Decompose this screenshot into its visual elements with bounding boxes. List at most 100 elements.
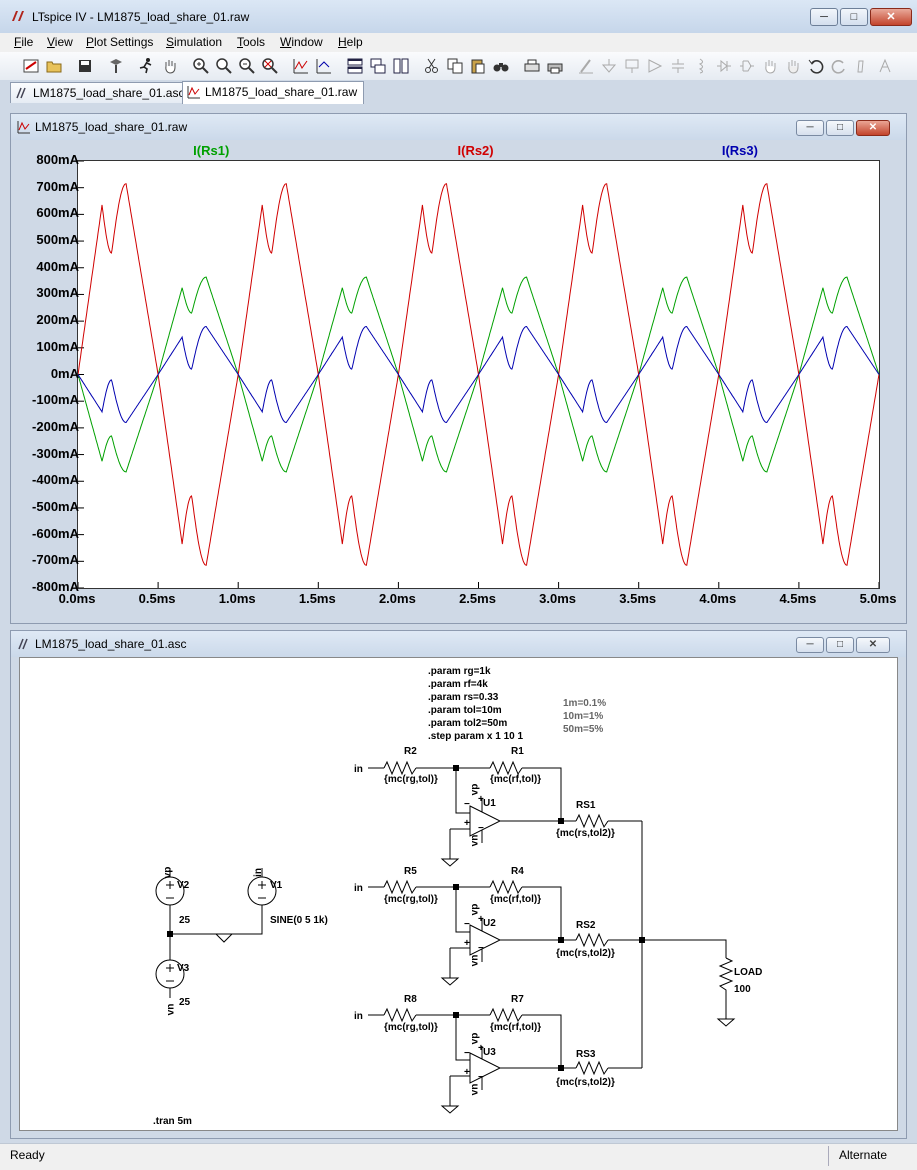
minimize-button[interactable]: ─ xyxy=(810,8,838,26)
menu-window[interactable]: Window xyxy=(280,35,323,49)
resistor-rs1-label[interactable]: RS1 xyxy=(576,800,596,811)
tolerance-note[interactable]: 50m=5% xyxy=(563,724,604,735)
load-resistor-value[interactable]: 100 xyxy=(734,984,751,995)
diode-icon[interactable] xyxy=(715,57,733,75)
v1-label[interactable]: V1 xyxy=(270,880,283,891)
v3-label[interactable]: V3 xyxy=(177,963,190,974)
net-label-in[interactable]: in xyxy=(354,1011,363,1022)
plot-minimize-button[interactable]: ─ xyxy=(796,120,824,136)
trace-label[interactable]: I(Rs1) xyxy=(193,143,230,158)
schematic-canvas[interactable]: .param rg=1k .param rf=4k .param rs=0.33… xyxy=(19,657,898,1131)
cascade-icon[interactable] xyxy=(369,57,387,75)
trace-label[interactable]: I(Rs2) xyxy=(457,143,494,158)
zoom-out-icon[interactable] xyxy=(238,57,256,75)
run-icon[interactable] xyxy=(137,57,155,75)
param-directive[interactable]: .param rg=1k xyxy=(428,666,491,677)
v2-label[interactable]: V2 xyxy=(177,880,190,891)
menu-file[interactable]: File xyxy=(14,35,34,49)
v1-value[interactable]: SINE(0 5 1k) xyxy=(270,915,328,926)
resistor-r1-value[interactable]: {mc(rf,tol)} xyxy=(490,774,542,785)
resistor-r5-value[interactable]: {mc(rg,tol)} xyxy=(384,894,438,905)
tab-waveform[interactable]: LM1875_load_share_01.raw xyxy=(182,81,364,104)
menu-view[interactable]: View xyxy=(47,35,73,49)
zoom-area-icon[interactable] xyxy=(215,57,233,75)
plot-maximize-button[interactable]: □ xyxy=(826,120,854,136)
resistor-rs1-value[interactable]: {mc(rs,tol2)} xyxy=(556,828,615,839)
autorange-icon[interactable] xyxy=(292,57,310,75)
text-icon[interactable] xyxy=(853,57,871,75)
v2-value[interactable]: 25 xyxy=(179,915,191,926)
param-directive[interactable]: .param tol=10m xyxy=(428,705,502,716)
capacitor-icon[interactable] xyxy=(669,57,687,75)
schematic-close-button[interactable]: ✕ xyxy=(856,637,890,653)
copy-icon[interactable] xyxy=(446,57,464,75)
move-icon[interactable] xyxy=(784,57,802,75)
open-folder-icon[interactable] xyxy=(45,57,63,75)
opamp-u1-label[interactable]: U1 xyxy=(483,798,496,809)
net-label-vn[interactable]: vn xyxy=(469,834,481,847)
resistor-r1-label[interactable]: R1 xyxy=(511,746,524,757)
inductor-icon[interactable] xyxy=(692,57,710,75)
net-label-in[interactable]: in xyxy=(252,868,264,877)
tolerance-note[interactable]: 10m=1% xyxy=(563,711,604,722)
step-directive[interactable]: .step param x 1 10 1 xyxy=(428,731,524,742)
tran-directive[interactable]: .tran 5m xyxy=(153,1116,192,1127)
resistor-rs2-label[interactable]: RS2 xyxy=(576,920,596,931)
find-icon[interactable] xyxy=(492,57,510,75)
drag-icon[interactable] xyxy=(761,57,779,75)
pan-hand-icon[interactable] xyxy=(161,57,179,75)
plot-close-button[interactable]: ✕ xyxy=(856,120,890,136)
trace-label[interactable]: I(Rs3) xyxy=(721,143,758,158)
net-label-vp[interactable]: vp xyxy=(162,866,174,879)
component-icon[interactable] xyxy=(646,57,664,75)
resistor-r8-label[interactable]: R8 xyxy=(404,994,417,1005)
redo-icon[interactable] xyxy=(830,57,848,75)
opamp-u2-label[interactable]: U2 xyxy=(483,918,496,929)
param-directive[interactable]: .param tol2=50m xyxy=(428,718,508,729)
resistor-rs2-value[interactable]: {mc(rs,tol2)} xyxy=(556,948,615,959)
resistor-rs3-value[interactable]: {mc(rs,tol2)} xyxy=(556,1077,615,1088)
menu-plot-settings[interactable]: Plot Settings xyxy=(86,35,154,49)
resistor-r2-value[interactable]: {mc(rg,tol)} xyxy=(384,774,438,785)
resistor-r5-label[interactable]: R5 xyxy=(404,866,417,877)
net-label-vn[interactable]: vn xyxy=(165,1003,177,1016)
menu-help[interactable]: Help xyxy=(338,35,363,49)
resistor-rs3-label[interactable]: RS3 xyxy=(576,1049,596,1060)
menu-simulation[interactable]: Simulation xyxy=(166,35,223,49)
net-label-in[interactable]: in xyxy=(354,764,363,775)
diode-2-icon[interactable] xyxy=(738,57,756,75)
resistor-r8-value[interactable]: {mc(rg,tol)} xyxy=(384,1022,438,1033)
control-panel-icon[interactable] xyxy=(107,57,125,75)
schematic-maximize-button[interactable]: □ xyxy=(826,637,854,653)
load-resistor-label[interactable]: LOAD xyxy=(734,967,763,978)
net-label-in[interactable]: in xyxy=(354,883,363,894)
param-directive[interactable]: .param rf=4k xyxy=(428,679,488,690)
tolerance-note[interactable]: 1m=0.1% xyxy=(563,698,607,709)
maximize-button[interactable]: □ xyxy=(840,8,868,26)
mark-icon[interactable] xyxy=(315,57,333,75)
opamp-u3-label[interactable]: U3 xyxy=(483,1047,496,1058)
plot-area[interactable] xyxy=(77,160,880,589)
resistor-r4-value[interactable]: {mc(rf,tol)} xyxy=(490,894,542,905)
resistor-r7-label[interactable]: R7 xyxy=(511,994,524,1005)
net-label-vn[interactable]: vn xyxy=(469,1083,481,1096)
resistor-r4-label[interactable]: R4 xyxy=(511,866,524,877)
tile-vertical-icon[interactable] xyxy=(392,57,410,75)
ground-icon[interactable] xyxy=(600,57,618,75)
wire-icon[interactable] xyxy=(577,57,595,75)
label-net-icon[interactable] xyxy=(623,57,641,75)
net-label-vn[interactable]: vn xyxy=(469,954,481,967)
paste-icon[interactable] xyxy=(469,57,487,75)
zoom-cancel-icon[interactable] xyxy=(261,57,279,75)
save-icon[interactable] xyxy=(76,57,94,75)
zoom-in-icon[interactable] xyxy=(192,57,210,75)
close-button[interactable]: ✕ xyxy=(870,8,912,26)
schematic-minimize-button[interactable]: ─ xyxy=(796,637,824,653)
spice-directive-icon[interactable] xyxy=(876,57,894,75)
menu-tools[interactable]: Tools xyxy=(237,35,266,49)
open-schematic-icon[interactable] xyxy=(22,57,40,75)
print-setup-icon[interactable] xyxy=(523,57,541,75)
v3-value[interactable]: 25 xyxy=(179,997,191,1008)
resistor-r2-label[interactable]: R2 xyxy=(404,746,417,757)
param-directive[interactable]: .param rs=0.33 xyxy=(428,692,499,703)
